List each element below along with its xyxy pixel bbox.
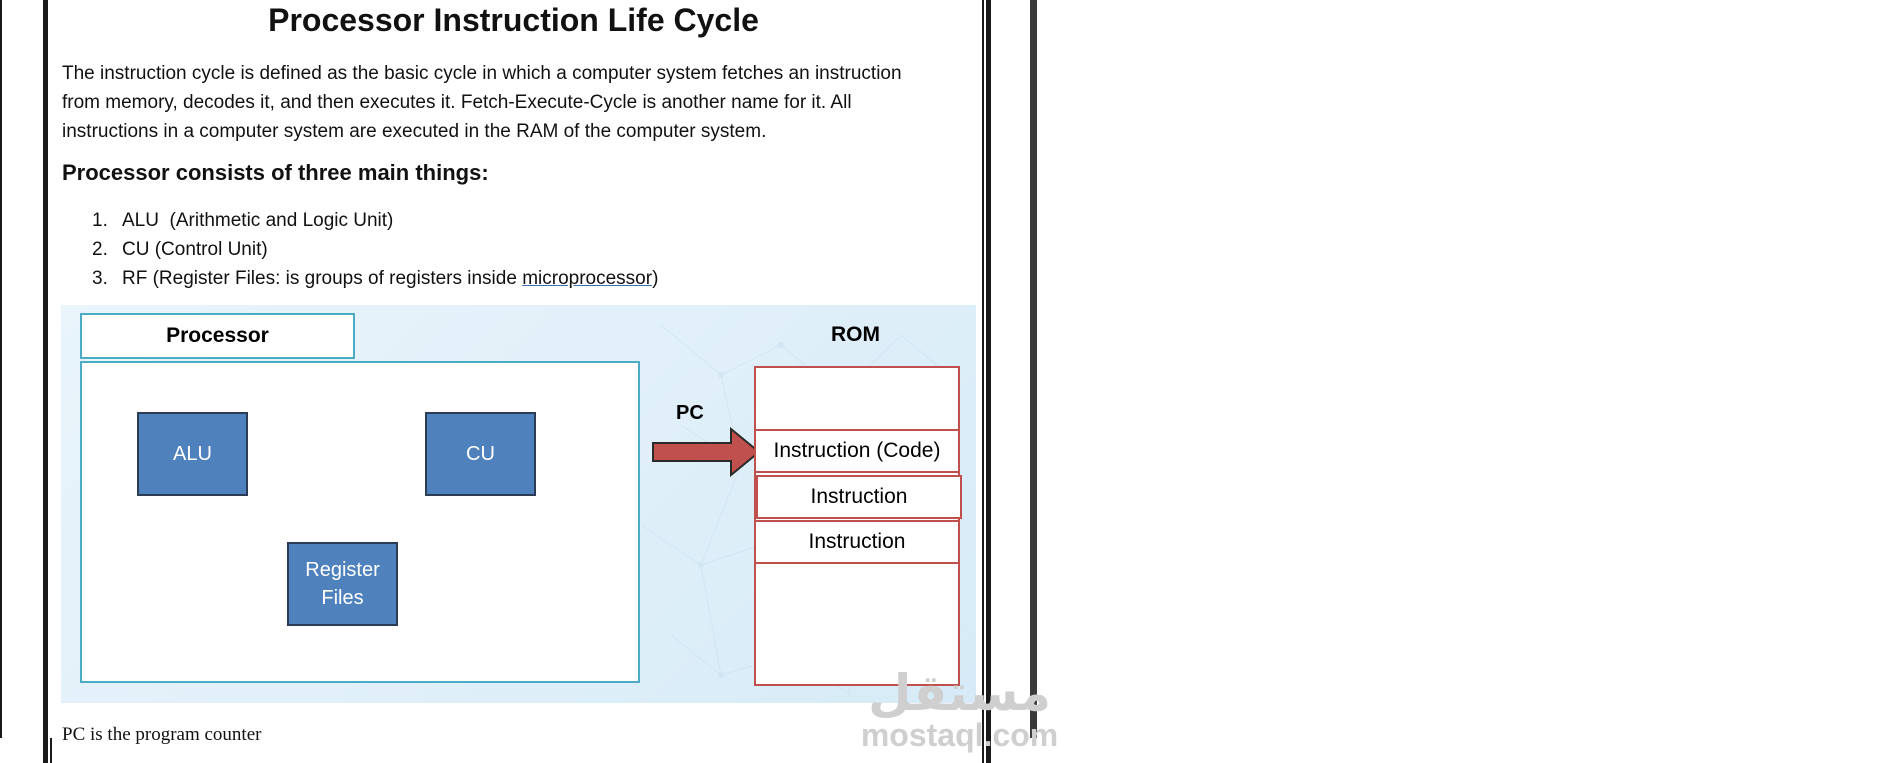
processor-label: Processor: [80, 313, 355, 359]
document-page: Processor Instruction Life Cycle The ins…: [49, 0, 978, 745]
watermark-latin: mostaql.com: [860, 717, 1059, 753]
page-frame-left-thick: [43, 0, 48, 763]
rom-label: ROM: [831, 323, 880, 346]
list-item: 1. ALU (Arithmetic and Logic Unit): [92, 206, 658, 235]
intro-paragraph: The instruction cycle is defined as the …: [62, 59, 962, 146]
cu-box: CU: [425, 412, 536, 496]
pc-arrow-icon: [652, 427, 761, 477]
list-item: 2. CU (Control Unit): [92, 235, 658, 264]
register-files-line-1: Register: [305, 559, 380, 581]
rom-cell-instruction-code: Instruction (Code): [754, 429, 960, 473]
alu-box: ALU: [137, 412, 248, 496]
register-files-line-2: Files: [321, 587, 364, 609]
mostaql-watermark: مستقل mostaql.com: [857, 668, 1062, 752]
page-frame-right-thick: [986, 0, 991, 763]
list-number: 1.: [92, 210, 108, 231]
register-files-box: Register Files: [287, 542, 398, 626]
processor-box: [80, 361, 640, 683]
list-number: 2.: [92, 239, 108, 260]
scrollbar-edge[interactable]: [1030, 0, 1037, 738]
microprocessor-link[interactable]: microprocessor: [522, 268, 653, 289]
list-text: ALU (Arithmetic and Logic Unit): [122, 210, 394, 231]
rom-cell-instruction: Instruction: [754, 520, 960, 564]
list-number: 3.: [92, 268, 108, 289]
list-text-after: ): [652, 268, 659, 289]
list-text: CU (Control Unit): [122, 239, 268, 260]
watermark-arabic: مستقل: [868, 664, 1051, 722]
pc-label: PC: [676, 402, 704, 424]
section-heading: Processor consists of three main things:: [62, 160, 489, 185]
page-frame-right-thin: [982, 0, 984, 763]
list-text-before: RF (Register Files: is groups of registe…: [122, 268, 523, 289]
intro-line-3: instructions in a computer system are ex…: [62, 121, 767, 142]
list-item: 3. RF (Register Files: is groups of regi…: [92, 264, 658, 293]
intro-line-2: from memory, decodes it, and then execut…: [62, 92, 852, 113]
page-frame-left-outer: [0, 0, 2, 738]
processor-diagram: Processor ALU CU Register Files PC ROM I…: [61, 305, 976, 703]
list-text: RF (Register Files: is groups of registe…: [122, 264, 658, 293]
pc-caption: PC is the program counter: [62, 724, 262, 745]
components-list: 1. ALU (Arithmetic and Logic Unit) 2. CU…: [92, 206, 658, 293]
rom-cell-instruction: Instruction: [756, 475, 962, 519]
document-title: Processor Instruction Life Cycle: [268, 2, 759, 38]
intro-line-1: The instruction cycle is defined as the …: [62, 63, 902, 84]
